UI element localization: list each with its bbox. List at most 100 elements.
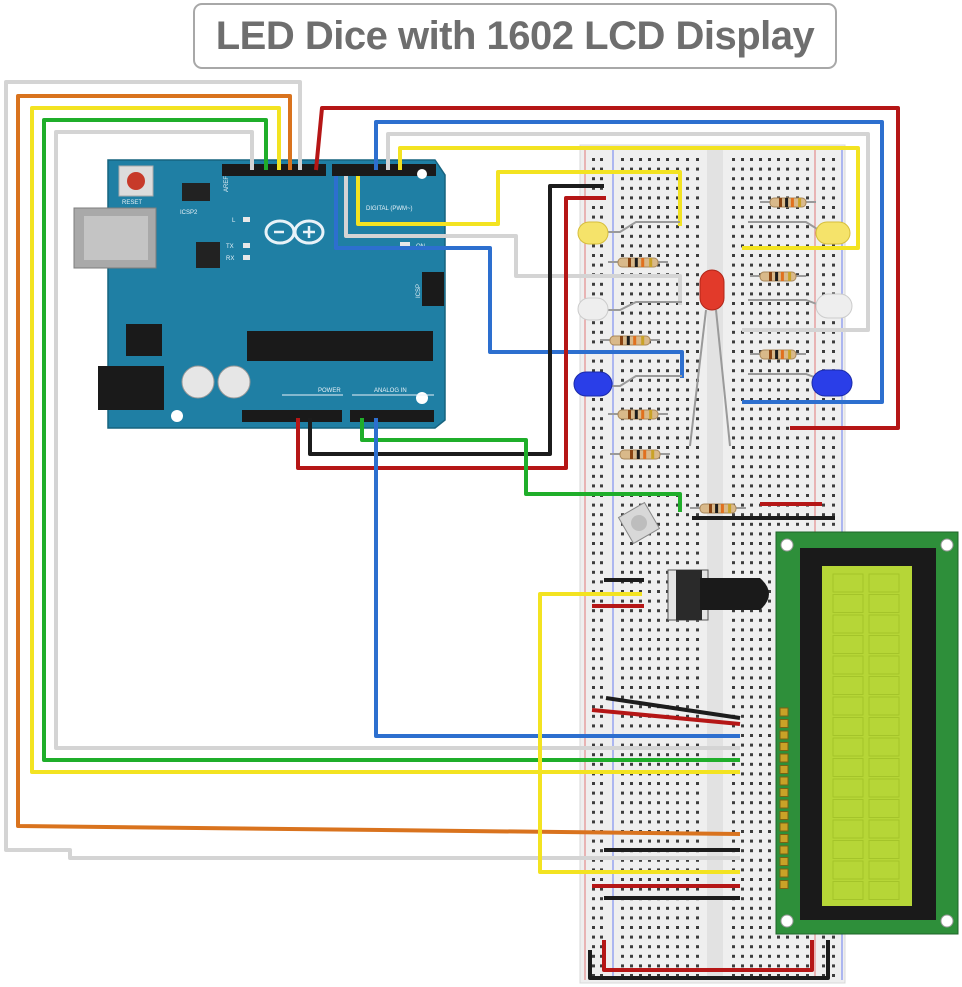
breadboard-hole (676, 446, 679, 449)
breadboard-hole (750, 686, 753, 689)
breadboard-hole (832, 273, 835, 277)
breadboard-hole (741, 839, 744, 843)
breadboard-hole (648, 177, 651, 181)
breadboard-hole (648, 782, 651, 785)
breadboard-hole (759, 820, 762, 824)
breadboard-hole (759, 657, 762, 661)
breadboard-hole (822, 263, 825, 267)
breadboard-hole (666, 225, 669, 229)
breadboard-hole (621, 762, 624, 766)
breadboard-hole (786, 494, 789, 497)
breadboard-hole (666, 234, 669, 238)
breadboard-hole (732, 666, 735, 670)
breadboard-hole (768, 388, 771, 392)
lcd-character-cell (868, 614, 900, 634)
breadboard-hole (822, 513, 825, 517)
breadboard-hole (832, 465, 835, 469)
breadboard-hole (768, 446, 771, 449)
breadboard-hole (657, 436, 660, 440)
breadboard-hole (621, 177, 624, 181)
breadboard-hole (666, 974, 669, 977)
breadboard-hole (777, 321, 780, 325)
breadboard-hole (750, 858, 753, 862)
breadboard-hole (657, 426, 660, 430)
reset-label: RESET (122, 200, 142, 206)
breadboard-hole (786, 225, 789, 229)
breadboard-hole (657, 609, 660, 613)
lcd-character-cell (832, 819, 864, 839)
breadboard-hole (786, 474, 789, 478)
breadboard-hole (741, 935, 744, 939)
power-header (242, 410, 342, 422)
breadboard-hole (759, 196, 762, 200)
breadboard-hole (657, 628, 660, 632)
breadboard-hole (759, 954, 762, 958)
breadboard-hole (600, 407, 603, 411)
breadboard-hole (648, 618, 651, 622)
breadboard-hole (759, 426, 762, 430)
breadboard-hole (666, 167, 669, 171)
breadboard-hole (750, 868, 753, 872)
breadboard-hole (732, 686, 735, 689)
breadboard-hole (639, 628, 642, 632)
breadboard-hole (806, 945, 809, 949)
breadboard-hole (696, 244, 699, 248)
breadboard-hole (666, 954, 669, 958)
breadboard-hole (696, 666, 699, 670)
breadboard-hole (600, 503, 603, 507)
breadboard-hole (741, 618, 744, 622)
breadboard-hole (639, 282, 642, 286)
breadboard-hole (630, 359, 633, 363)
breadboard-hole (822, 455, 825, 459)
breadboard-hole (759, 302, 762, 305)
breadboard-hole (696, 158, 699, 161)
breadboard-hole (686, 177, 689, 181)
breadboard-hole (759, 570, 762, 574)
breadboard-hole (621, 215, 624, 219)
breadboard-hole (768, 186, 771, 190)
breadboard-hole (639, 666, 642, 670)
breadboard-hole (732, 446, 735, 449)
breadboard-hole (592, 762, 595, 766)
breadboard-hole (686, 561, 689, 565)
breadboard-hole (600, 916, 603, 920)
breadboard-hole (768, 868, 771, 872)
breadboard-hole (696, 532, 699, 536)
breadboard-hole (630, 628, 633, 632)
breadboard-hole (732, 887, 735, 891)
breadboard-hole (732, 810, 735, 814)
potentiometer[interactable] (667, 569, 769, 621)
breadboard-hole (768, 378, 771, 382)
breadboard-hole (822, 474, 825, 478)
breadboard-hole (686, 426, 689, 430)
rx-label: RX (226, 256, 234, 262)
breadboard-hole (666, 513, 669, 517)
breadboard-hole (592, 436, 595, 440)
breadboard-hole (657, 570, 660, 574)
breadboard-hole (741, 359, 744, 363)
breadboard-hole (592, 177, 595, 181)
breadboard-hole (600, 369, 603, 373)
breadboard-hole (630, 801, 633, 805)
breadboard-hole (666, 503, 669, 507)
breadboard-hole (686, 446, 689, 449)
breadboard-hole (732, 158, 735, 161)
breadboard-hole (777, 417, 780, 421)
breadboard-hole (741, 734, 744, 737)
lcd-character-cell (868, 737, 900, 757)
breadboard-hole (666, 177, 669, 181)
breadboard-hole (696, 647, 699, 651)
breadboard-hole (600, 618, 603, 622)
breadboard-hole (600, 609, 603, 613)
push-button[interactable] (617, 501, 661, 545)
breadboard-hole (666, 244, 669, 248)
breadboard-hole (657, 446, 660, 449)
breadboard-hole (639, 302, 642, 305)
breadboard-hole (696, 494, 699, 497)
breadboard-hole (750, 532, 753, 536)
breadboard-hole (639, 686, 642, 689)
breadboard-hole (648, 801, 651, 805)
breadboard-hole (592, 686, 595, 689)
breadboard-hole (777, 234, 780, 238)
breadboard-hole (686, 196, 689, 200)
